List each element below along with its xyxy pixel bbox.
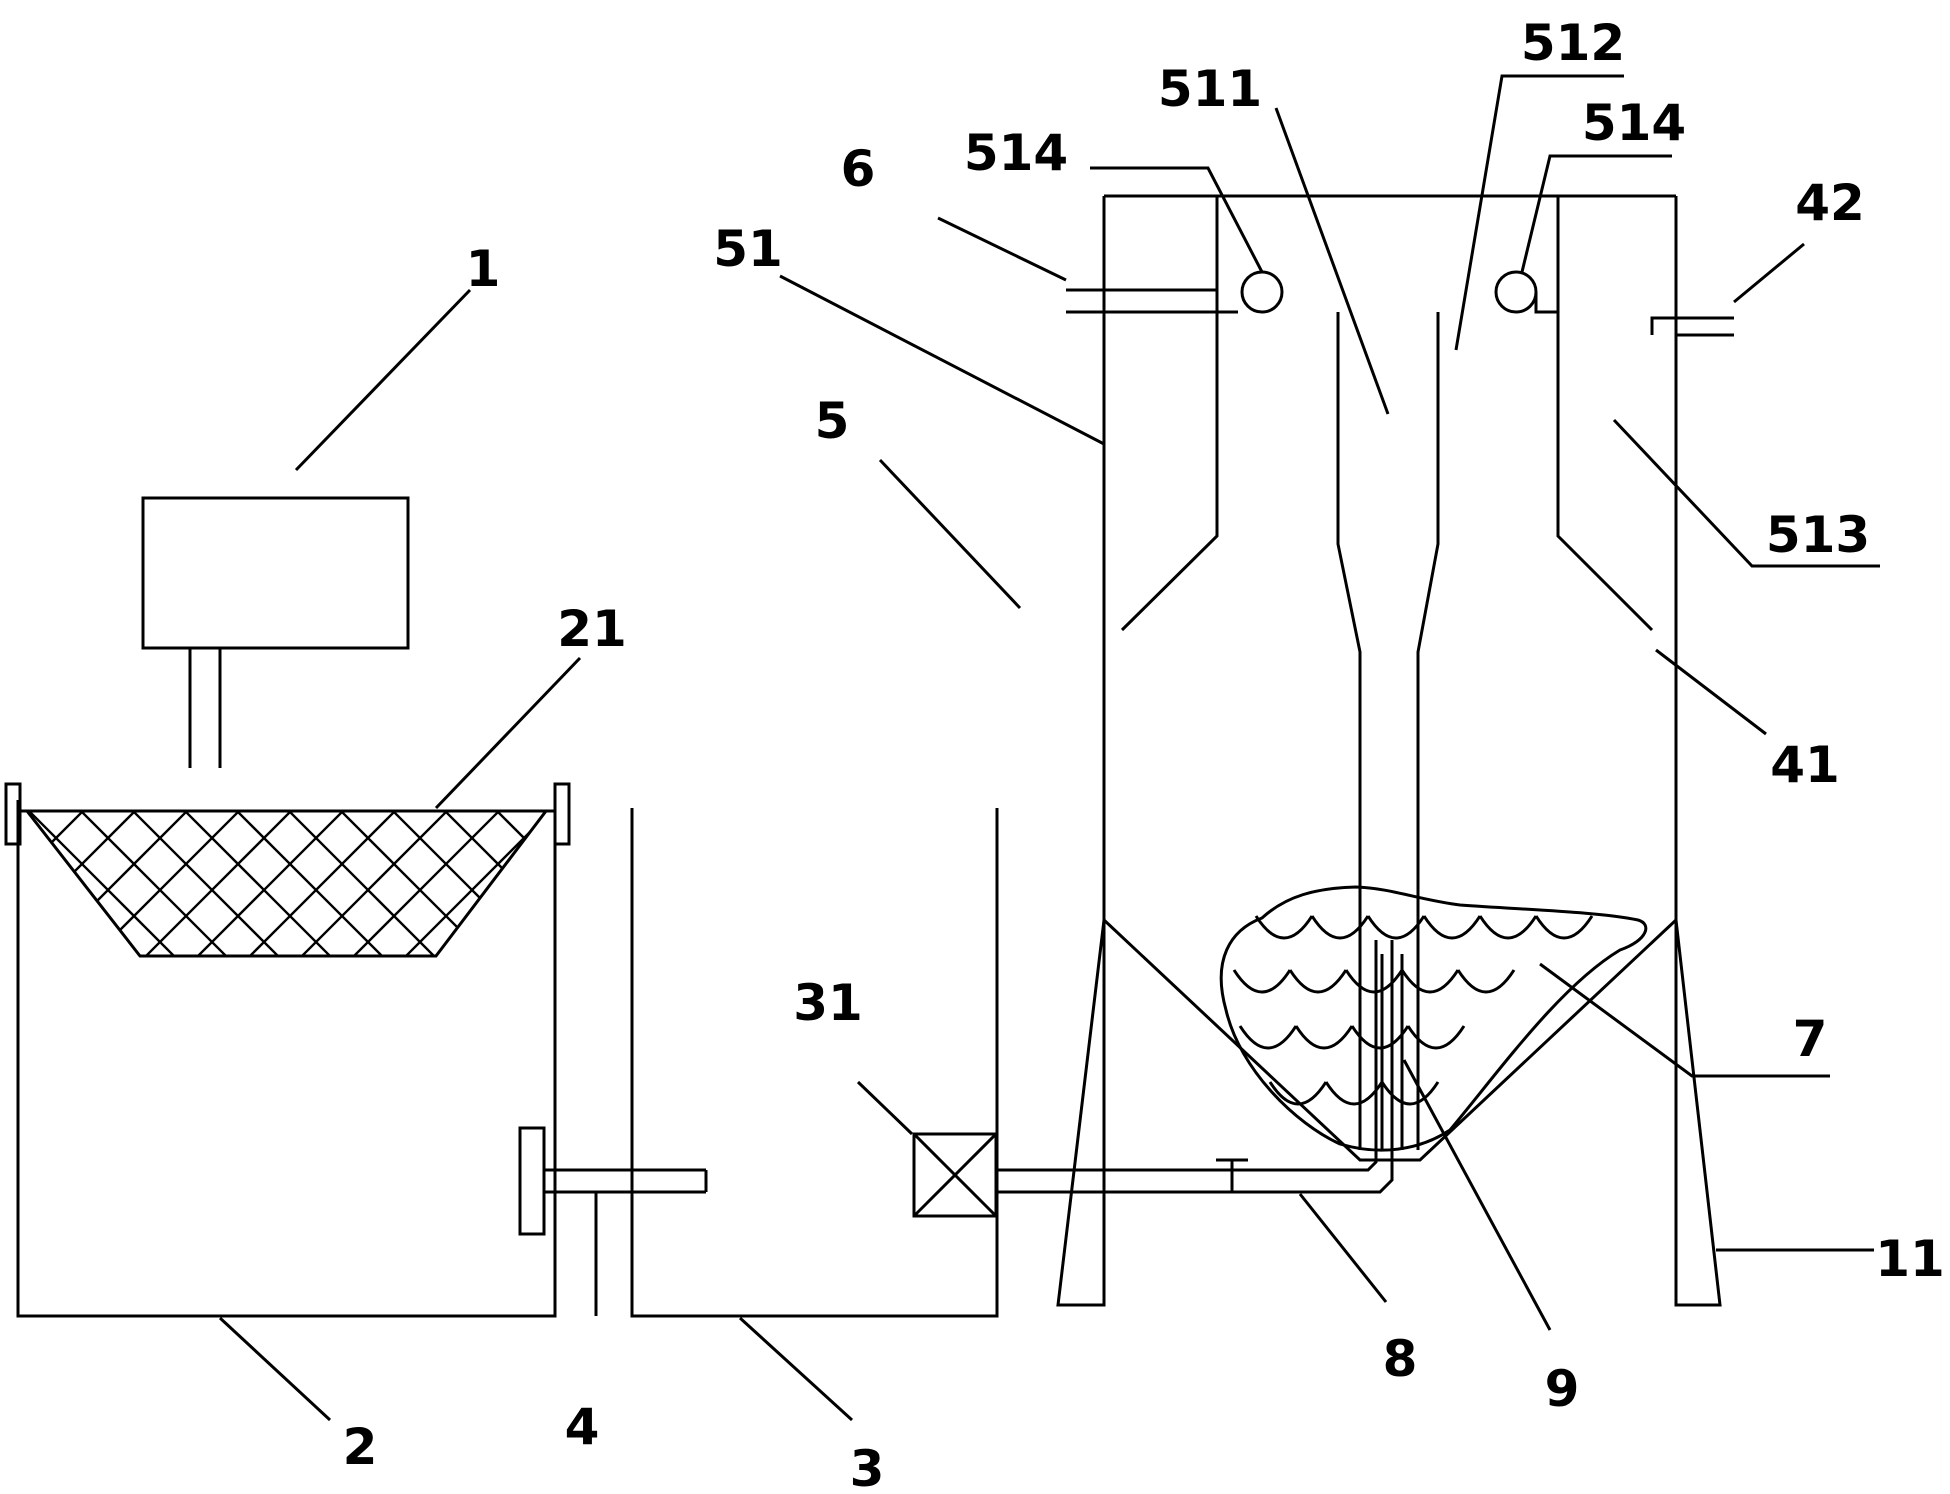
label-21: 21 — [557, 600, 627, 658]
label-511: 511 — [1158, 60, 1262, 118]
distributor-tubes — [1380, 954, 1404, 1150]
gas-flowmeter-right — [1494, 270, 1558, 314]
label-514-right: 514 — [1582, 94, 1686, 152]
leader-lines — [218, 74, 1880, 1422]
sludge-bed — [1219, 885, 1648, 1152]
label-31: 31 — [793, 974, 863, 1032]
label-1: 1 — [466, 240, 501, 298]
effluent-outlet — [1650, 316, 1734, 337]
pump — [912, 1132, 998, 1218]
label-514-left: 514 — [964, 124, 1068, 182]
label-41: 41 — [1770, 736, 1840, 794]
reactor-vessel — [1056, 194, 1722, 1307]
label-8: 8 — [1383, 1330, 1418, 1388]
label-2: 2 — [343, 1418, 378, 1476]
gas-outlet-pipe — [1066, 288, 1238, 314]
gas-flowmeter-left — [1240, 270, 1284, 314]
connecting-pipe — [518, 1126, 708, 1316]
label-51: 51 — [713, 220, 783, 278]
label-3: 3 — [850, 1440, 885, 1494]
label-513: 513 — [1766, 506, 1870, 564]
second-tank — [630, 808, 999, 1318]
label-7: 7 — [1793, 1010, 1828, 1068]
first-tank — [4, 782, 571, 1318]
label-5: 5 — [815, 392, 850, 450]
label-512: 512 — [1521, 14, 1625, 72]
mesh-basket — [20, 809, 555, 958]
label-9: 9 — [1545, 1360, 1580, 1418]
feed-box — [141, 496, 410, 768]
label-42: 42 — [1795, 174, 1865, 232]
reference-labels: 1 2 21 3 31 4 41 42 5 51 511 512 513 514… — [343, 14, 1945, 1494]
label-4: 4 — [565, 1398, 600, 1456]
label-6: 6 — [841, 140, 876, 198]
feed-pipe — [996, 940, 1394, 1194]
label-11: 11 — [1875, 1230, 1945, 1288]
